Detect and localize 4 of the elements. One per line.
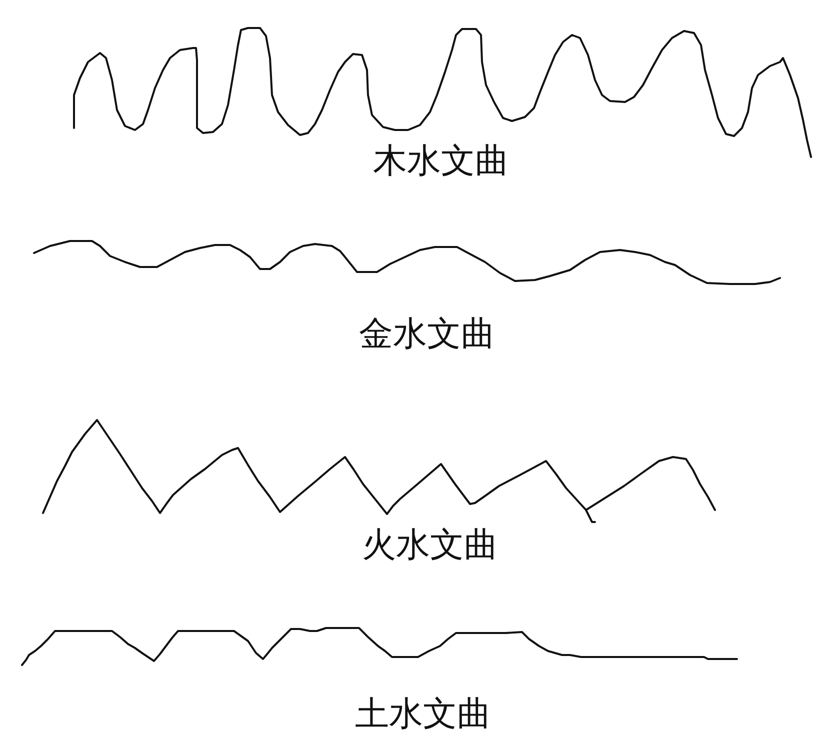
curve-caption: 木水文曲 — [373, 144, 509, 178]
curve-caption: 土水文曲 — [355, 697, 491, 731]
curve-caption: 火水文曲 — [362, 528, 498, 562]
curve-caption: 金水文曲 — [359, 317, 495, 351]
